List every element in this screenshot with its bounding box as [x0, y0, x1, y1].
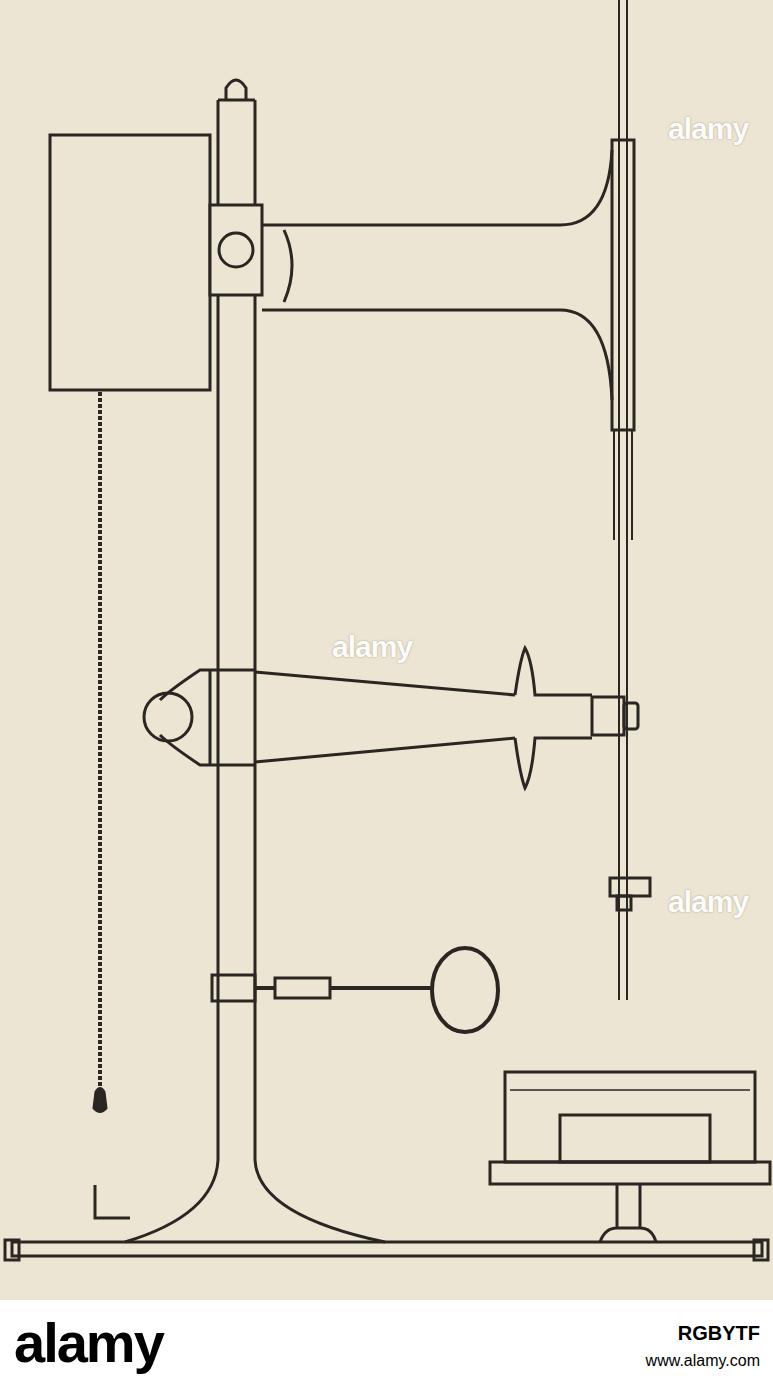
middle-clamp [160, 670, 255, 765]
middle-arm [255, 672, 515, 762]
stage-post [600, 1184, 656, 1242]
upper-arm [262, 150, 612, 400]
vertical-rod [619, 0, 627, 1000]
stage-shelf [490, 1162, 770, 1184]
box [50, 135, 210, 390]
rod-tube [614, 430, 632, 540]
clamp-edge [209, 670, 212, 765]
base-plate [12, 1242, 762, 1256]
clamp-screw [219, 233, 253, 267]
clamp-block [210, 205, 262, 295]
watermark: alamy [668, 885, 748, 919]
bracket [95, 1185, 130, 1218]
ring-clamp [212, 975, 255, 1001]
sleeve [612, 140, 634, 430]
weight [94, 1089, 106, 1112]
rod-cap [218, 80, 255, 100]
logo: alamy [14, 1310, 163, 1375]
thumb-screw [624, 703, 638, 729]
clamp-knob [144, 693, 192, 741]
stand-foot [125, 1160, 385, 1242]
liquid-level [510, 1089, 750, 1091]
cord [98, 392, 102, 1095]
cross-piece [515, 648, 592, 788]
support-ring [432, 948, 498, 1032]
trough [505, 1072, 755, 1162]
website: www.alamy.com [560, 1352, 760, 1370]
collar-screw [617, 896, 631, 910]
arm-web [284, 230, 292, 302]
ring-rod [255, 986, 432, 990]
inner-block [560, 1115, 710, 1162]
leveling-screw [5, 1240, 768, 1260]
ring-sleeve [275, 978, 330, 998]
rod-clamp [592, 697, 624, 735]
watermark: alamy [332, 630, 412, 664]
collar [610, 878, 650, 896]
watermark: alamy [668, 112, 748, 146]
image-code: RGBYTF [560, 1322, 760, 1345]
